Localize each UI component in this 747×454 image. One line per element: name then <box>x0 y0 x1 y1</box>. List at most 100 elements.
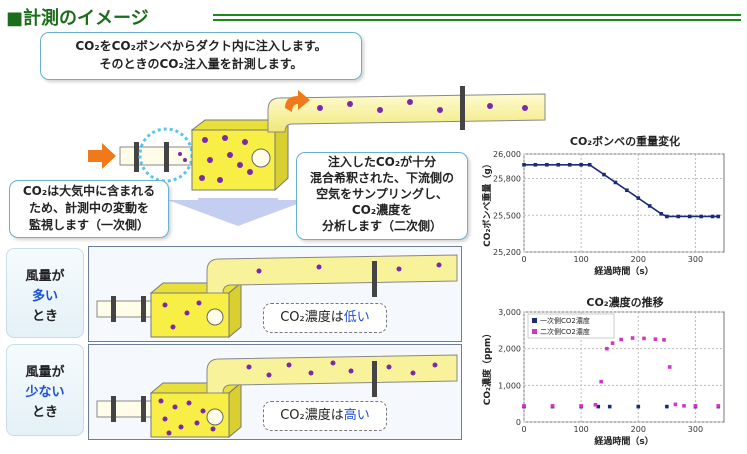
right-callout-line5: 分析します（二次側） <box>321 219 442 233</box>
left-callout-line1: CO₂は大気中に含まれる <box>22 184 156 198</box>
chart1-title: CO₂ボンベの重量変化 <box>569 135 681 148</box>
data-point <box>602 172 606 177</box>
data-point <box>587 162 592 167</box>
data-point <box>665 214 669 219</box>
airflow-out-arrow <box>285 90 310 112</box>
data-point <box>556 162 561 167</box>
data-point <box>545 162 549 167</box>
data-point <box>596 404 601 409</box>
data-point <box>567 162 572 167</box>
data-point <box>665 404 669 409</box>
airflow-in-arrow <box>88 143 116 169</box>
case-high-label-line2: 多い <box>31 289 58 304</box>
top-callout: CO₂をCO₂ボンベからダクト内に注入します。 そのときのCO₂注入量を計測しま… <box>40 32 362 80</box>
data-point <box>667 365 672 369</box>
data-point <box>636 196 641 200</box>
data-point <box>687 214 692 219</box>
data-point <box>676 214 681 219</box>
y-tick-label: 25,500 <box>493 211 521 220</box>
co2-particles <box>178 99 528 183</box>
data-point <box>593 402 598 407</box>
data-point <box>579 404 583 408</box>
x-axis-label: 経過時間（s） <box>594 435 653 447</box>
case-low-result-value: 高い <box>343 408 370 423</box>
data-point <box>659 211 663 216</box>
data-point <box>619 337 623 342</box>
data-point <box>716 404 721 408</box>
y-tick-label: 26,000 <box>493 150 521 159</box>
co2-injection-illustration <box>88 86 546 226</box>
case-low-panel: CO₂濃度は高い <box>88 344 462 440</box>
data-point <box>647 204 652 208</box>
data-point <box>599 379 603 384</box>
legend-label: 二次側CO2濃度 <box>540 327 590 336</box>
legend-swatch <box>532 329 537 334</box>
right-callout-line4: CO₂濃度を <box>351 203 413 217</box>
secondary-sensor <box>460 86 465 130</box>
case-low-label-line1: 風量が <box>25 365 65 380</box>
x-tick-label: 300 <box>688 255 703 264</box>
data-point <box>613 180 618 185</box>
data-point <box>682 404 686 408</box>
case-low-airflow-label: 風量が 少ない とき <box>6 344 84 436</box>
legend-swatch <box>532 318 537 323</box>
data-point <box>699 214 703 219</box>
case-high-panel: CO₂濃度は低い <box>88 246 462 342</box>
data-point <box>693 404 698 408</box>
x-tick-label: 200 <box>631 425 646 434</box>
data-point <box>605 346 609 351</box>
x-tick-label: 200 <box>631 255 646 264</box>
data-point <box>716 214 721 219</box>
data-point <box>630 336 635 340</box>
case-high-label-line3: とき <box>31 309 58 324</box>
case-high-result: CO₂濃度は低い <box>263 303 387 333</box>
case-high-result-value: 低い <box>343 310 370 325</box>
data-point <box>662 338 666 342</box>
y-tick-label: 25,200 <box>493 248 521 257</box>
x-tick-label: 0 <box>521 255 526 264</box>
left-callout: CO₂は大気中に含まれる ため、計測中の変動を 監視します（一次側） <box>9 180 169 238</box>
case-high-airflow-label: 風量が 多い とき <box>6 248 84 338</box>
primary-sensor <box>134 142 139 172</box>
chart2-title: CO₂濃度の推移 <box>586 296 664 309</box>
page-title: ■計測のイメージ <box>6 8 149 29</box>
case-low-label-line2: 少ない <box>25 385 65 400</box>
plot-area <box>523 153 725 253</box>
case-low-result-prefix: CO₂濃度は <box>280 408 344 423</box>
data-point <box>642 336 646 341</box>
y-tick-label: 2,000 <box>498 345 521 354</box>
y-axis-label: CO₂濃度（ppm） <box>481 329 493 405</box>
data-point <box>533 162 538 167</box>
case-low-label-line3: とき <box>31 405 58 420</box>
x-tick-label: 0 <box>521 425 526 434</box>
data-point <box>579 162 583 167</box>
legend-label: 一次側CO2濃度 <box>540 316 590 325</box>
data-point <box>673 402 678 407</box>
top-callout-line1: CO₂をCO₂ボンベからダクト内に注入します。 <box>75 39 327 53</box>
duct <box>267 93 546 133</box>
left-callout-line2: ため、計測中の変動を <box>28 201 149 215</box>
case-low-duct-illustration <box>96 354 458 439</box>
y-tick-label: 0 <box>516 418 521 427</box>
case-high-duct-illustration <box>96 254 458 339</box>
data-point <box>636 404 641 409</box>
x-tick-label: 300 <box>688 425 703 434</box>
data-point <box>653 337 658 341</box>
x-axis-label: 経過時間（s） <box>594 265 653 277</box>
down-arrow <box>168 198 308 226</box>
right-callout: 注入したCO₂が十分 混合希釈された、下流側の 空気をサンプリングし、 CO₂濃… <box>296 152 468 240</box>
data-point <box>522 162 526 167</box>
case-high-result-prefix: CO₂濃度は <box>280 310 344 325</box>
right-callout-line3: 空気をサンプリングし、 <box>316 187 448 201</box>
y-tick-label: 3,000 <box>498 308 521 317</box>
top-callout-line2: そのときのCO₂注入量を計測します。 <box>99 57 303 71</box>
right-callout-line1: 注入したCO₂が十分 <box>327 155 437 169</box>
data-point <box>607 404 612 409</box>
data-point <box>710 214 715 219</box>
left-callout-line3: 監視します（一次側） <box>28 218 149 232</box>
legend-box <box>527 313 615 339</box>
data-point <box>550 404 555 408</box>
data-point <box>522 404 526 408</box>
title-underline-decoration <box>213 14 741 21</box>
